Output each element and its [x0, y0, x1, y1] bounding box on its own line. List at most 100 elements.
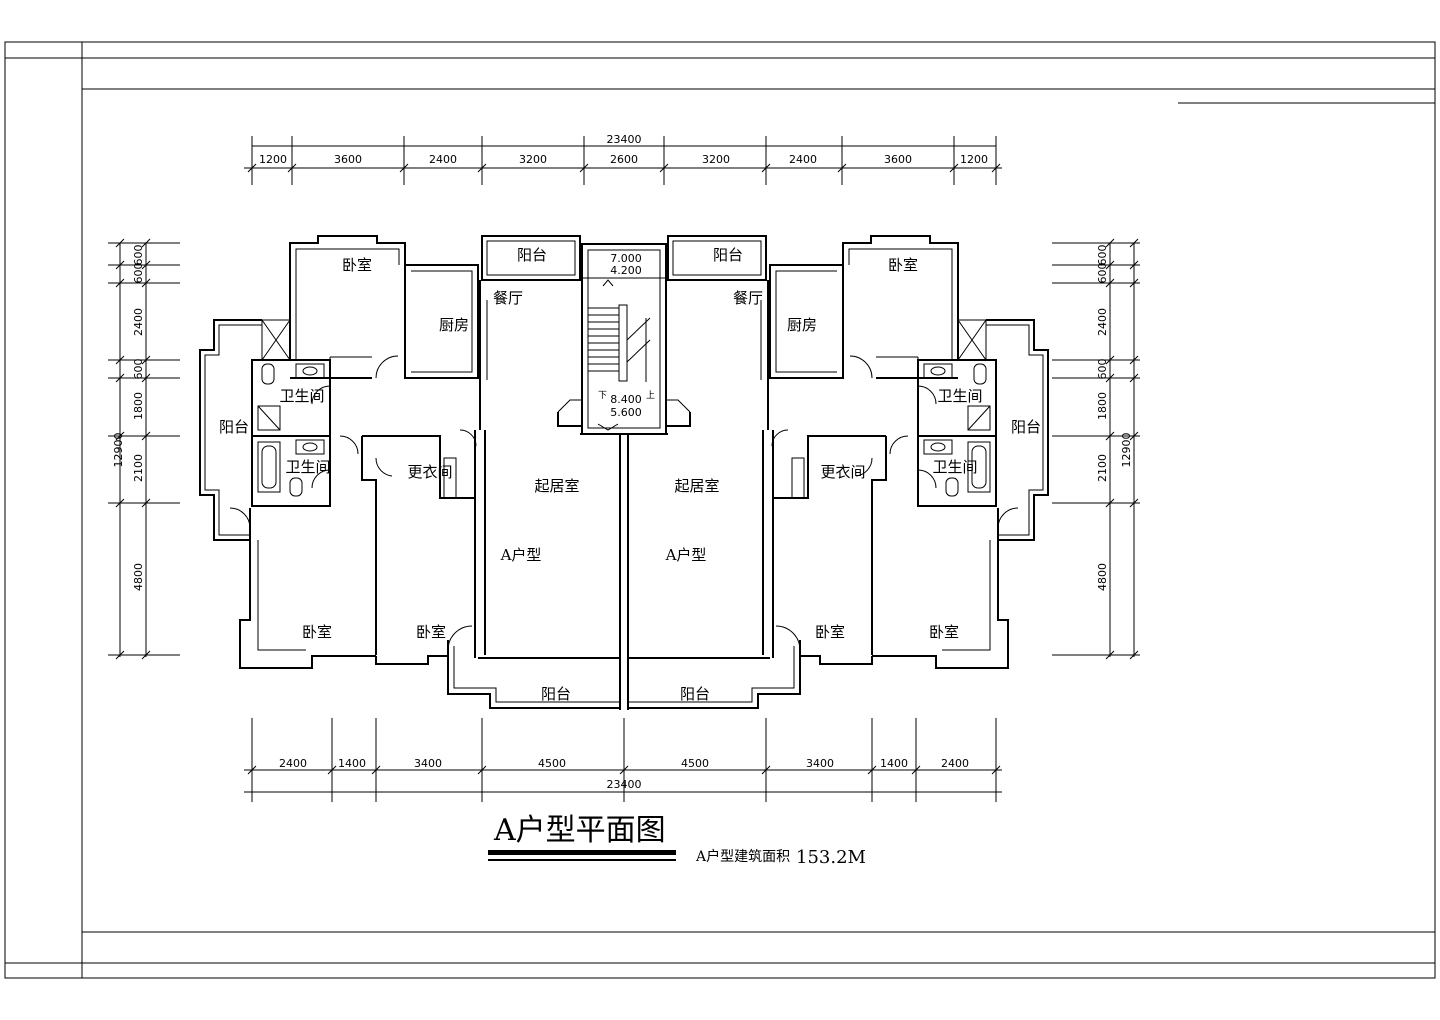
- right-dim-2: 600: [1096, 263, 1109, 284]
- dimension-tick: [141, 238, 151, 248]
- room-label-dressing-left: 更衣间: [407, 463, 452, 481]
- drawing-title-block: A户型平面图 A户型建筑面积 153.2M: [488, 813, 866, 868]
- top-dim-2: 3600: [334, 153, 362, 166]
- right-dimension-chain: 600 600 2400 600 1800 2100 4800 12900: [1052, 238, 1140, 660]
- room-label-balcony-s-right: 阳台: [680, 685, 710, 703]
- dimension-tick: [949, 163, 959, 173]
- dimension-tick: [761, 765, 771, 775]
- dimension-tick: [1105, 498, 1115, 508]
- dimension-tick: [1105, 238, 1115, 248]
- dimension-tick: [141, 260, 151, 270]
- room-label-dressing-right: 更衣间: [820, 463, 865, 481]
- dimension-tick: [579, 163, 589, 173]
- dimension-tick: [477, 163, 487, 173]
- room-label-living-left: 起居室: [534, 477, 579, 495]
- stair-level-5600: 5.600: [610, 406, 642, 419]
- left-unit-walls: [199, 235, 620, 709]
- top-dim-9: 1200: [960, 153, 988, 166]
- right-total-dimension: 12900: [1120, 433, 1133, 468]
- right-dim-6: 2100: [1096, 454, 1109, 482]
- left-total-dimension: 12900: [112, 433, 125, 468]
- dimension-tick: [1129, 260, 1139, 270]
- dimension-tick: [115, 373, 125, 383]
- room-label-bath-2-left: 卫生间: [285, 458, 330, 476]
- unit-type-right: A户型: [665, 546, 707, 564]
- dimension-tick: [991, 163, 1001, 173]
- central-stair: 7.000 4.200 下 8.400 上 5.600: [557, 243, 691, 710]
- area-value: 153.2M: [796, 847, 866, 868]
- room-label-bedroom-sw: 卧室: [302, 623, 332, 641]
- title-block-frame: [4, 41, 1436, 979]
- bottom-dim-5: 4500: [681, 757, 709, 770]
- bottom-dim-1: 2400: [279, 757, 307, 770]
- left-dim-7: 4800: [132, 563, 145, 591]
- stair-level-8400: 8.400: [610, 393, 642, 406]
- room-label-living-right: 起居室: [674, 477, 719, 495]
- right-dim-1: 600: [1096, 245, 1109, 266]
- dimension-tick: [477, 765, 487, 775]
- dimension-tick: [287, 163, 297, 173]
- room-label-bedroom-se: 卧室: [929, 623, 959, 641]
- dimension-tick: [115, 355, 125, 365]
- right-dim-5: 1800: [1096, 392, 1109, 420]
- dimension-tick: [659, 163, 669, 173]
- bottom-dim-6: 3400: [806, 757, 834, 770]
- dimension-tick: [867, 765, 877, 775]
- dimension-tick: [141, 278, 151, 288]
- room-label-bath-1-left: 卫生间: [279, 387, 324, 405]
- drawing-title: A户型平面图: [493, 813, 666, 848]
- left-dim-6: 2100: [132, 454, 145, 482]
- dimension-tick: [141, 650, 151, 660]
- room-label-dining-left: 餐厅: [493, 289, 523, 307]
- stair-down-mark: 下: [598, 391, 607, 401]
- room-label-bath-1-right: 卫生间: [937, 387, 982, 405]
- bottom-dim-3: 3400: [414, 757, 442, 770]
- dimension-tick: [115, 260, 125, 270]
- bottom-dim-7: 1400: [880, 757, 908, 770]
- room-label-bath-2-right: 卫生间: [932, 458, 977, 476]
- unit-type-left: A户型: [500, 546, 542, 564]
- room-labels: 卧室 卧室 阳台 阳台 餐厅 餐厅 厨房 厨房 阳台 阳台 卫生间 卫生间 卫生…: [219, 246, 1041, 703]
- right-dim-4: 600: [1096, 359, 1109, 380]
- dimension-tick: [115, 278, 125, 288]
- top-dim-1: 1200: [259, 153, 287, 166]
- left-dim-2: 600: [132, 263, 145, 284]
- left-dim-5: 1800: [132, 392, 145, 420]
- stair-up-mark: 上: [646, 390, 655, 401]
- room-label-balcony-n-right: 阳台: [713, 246, 743, 264]
- dimension-tick: [1105, 355, 1115, 365]
- dimension-tick: [1129, 238, 1139, 248]
- left-dimension-chain: 600 600 2400 600 1800 2100 4800 12900: [108, 238, 180, 660]
- dimension-tick: [115, 498, 125, 508]
- dimension-tick: [619, 765, 629, 775]
- left-dim-4: 600: [132, 359, 145, 380]
- dimension-tick: [247, 765, 257, 775]
- room-label-bedroom-s2-left: 卧室: [416, 623, 446, 641]
- stair-level-4200: 4.200: [610, 264, 642, 277]
- room-label-bedroom-s2-right: 卧室: [815, 623, 845, 641]
- dimension-tick: [911, 765, 921, 775]
- stair-level-7000: 7.000: [610, 252, 642, 265]
- dimension-tick: [837, 163, 847, 173]
- top-total-dimension: 23400: [607, 133, 642, 146]
- left-dim-1: 600: [132, 245, 145, 266]
- area-label: A户型建筑面积: [695, 848, 790, 865]
- top-dim-8: 3600: [884, 153, 912, 166]
- title-underline-thin: [488, 859, 676, 861]
- dimension-tick: [115, 431, 125, 441]
- dimension-tick: [1105, 431, 1115, 441]
- bottom-dim-4: 4500: [538, 757, 566, 770]
- room-label-bedroom-ne: 卧室: [888, 256, 918, 274]
- dimension-tick: [115, 238, 125, 248]
- room-label-balcony-n-left: 阳台: [517, 246, 547, 264]
- dimension-tick: [1105, 650, 1115, 660]
- bottom-dim-2: 1400: [338, 757, 366, 770]
- room-label-balcony-east: 阳台: [1011, 418, 1041, 436]
- dimension-tick: [1105, 260, 1115, 270]
- dimension-tick: [991, 765, 1001, 775]
- bottom-dim-8: 2400: [941, 757, 969, 770]
- room-label-balcony-west: 阳台: [219, 418, 249, 436]
- dimension-tick: [141, 355, 151, 365]
- dimension-tick: [327, 765, 337, 775]
